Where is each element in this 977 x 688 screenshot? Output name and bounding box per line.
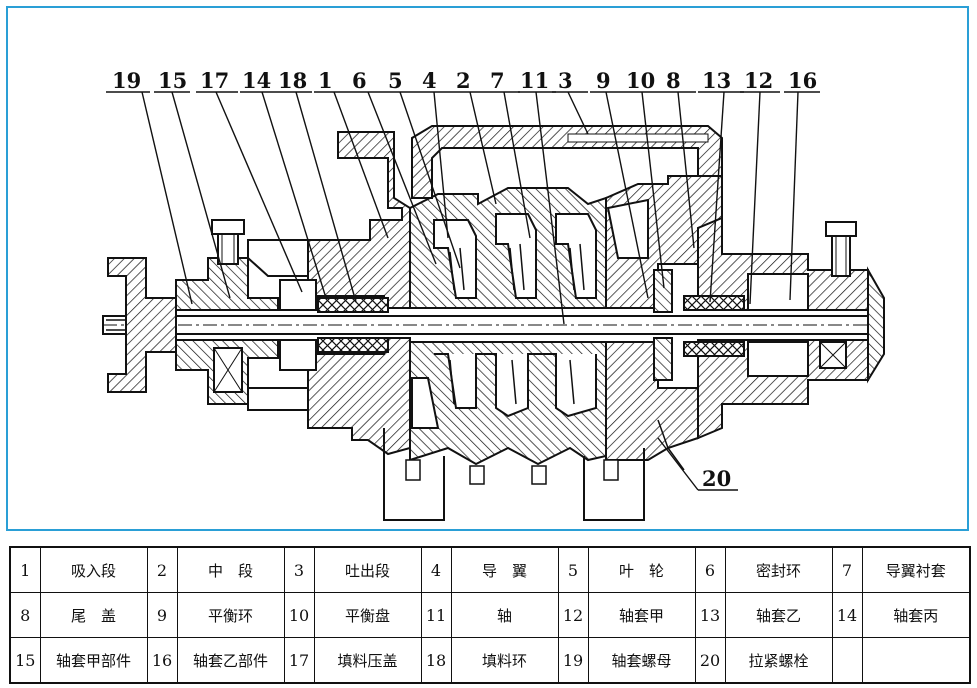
part-name: 轴套甲 [587, 592, 696, 638]
part-number: 8 [9, 592, 41, 638]
part-name: 拉紧螺栓 [724, 637, 833, 684]
callout-7: 7 [490, 68, 505, 93]
part-name: 平衡环 [176, 592, 285, 638]
part-name: 吸入段 [39, 546, 148, 593]
part-name: 填料环 [450, 637, 559, 684]
part-name: 轴套螺母 [587, 637, 696, 684]
part-number: 17 [283, 637, 315, 684]
legend-row: 1 吸入段 2 中 段 3 吐出段 4 导 翼 5 叶 轮 6 密封环 7 导翼… [9, 546, 971, 593]
callout-8: 8 [666, 68, 681, 93]
part-name: 叶 轮 [587, 546, 696, 593]
callout-18: 18 [278, 68, 307, 93]
callout-6: 6 [352, 68, 367, 93]
callout-15: 15 [158, 68, 187, 93]
callout-5: 5 [388, 68, 403, 93]
callout-14: 14 [242, 68, 271, 93]
packing-left-top [317, 297, 389, 313]
drawing-frame: 19 15 17 14 18 1 6 5 4 2 7 11 3 9 10 8 1… [6, 6, 969, 531]
part-number: 14 [831, 592, 863, 638]
packing-right-top [683, 295, 745, 311]
part-number: 19 [557, 637, 589, 684]
part-name: 导 翼 [450, 546, 559, 593]
part-number: 3 [283, 546, 315, 593]
callout-19: 19 [112, 68, 141, 93]
part-number: 6 [694, 546, 726, 593]
part-name: 轴套丙 [861, 592, 971, 638]
callout-2: 2 [456, 68, 471, 93]
part-number: 11 [420, 592, 452, 638]
empty-cell [831, 637, 863, 684]
part-number: 2 [146, 546, 178, 593]
empty-cell [861, 637, 971, 684]
callout-13: 13 [702, 68, 731, 93]
part-name: 平衡盘 [313, 592, 422, 638]
parts-legend-table: 1 吸入段 2 中 段 3 吐出段 4 导 翼 5 叶 轮 6 密封环 7 导翼… [9, 546, 971, 684]
legend-row: 8 尾 盖 9 平衡环 10 平衡盘 11 轴 12 轴套甲 13 轴套乙 14… [9, 592, 971, 638]
tie-bolt [657, 419, 685, 471]
callout-17: 17 [200, 68, 229, 93]
legend-row: 15 轴套甲部件 16 轴套乙部件 17 填料压盖 18 填料环 19 轴套螺母… [9, 637, 971, 684]
right-end-cap [867, 266, 885, 384]
part-name: 轴 [450, 592, 559, 638]
callout-11: 11 [520, 68, 549, 93]
part-name: 中 段 [176, 546, 285, 593]
part-number: 5 [557, 546, 589, 593]
part-number: 4 [420, 546, 452, 593]
part-number: 1 [9, 546, 41, 593]
part-number: 16 [146, 637, 178, 684]
packing-right-bottom [683, 341, 745, 357]
part-name: 轴套乙 [724, 592, 833, 638]
part-number: 9 [146, 592, 178, 638]
part-number: 20 [694, 637, 726, 684]
callout-1: 1 [318, 68, 333, 93]
left-foot [383, 428, 445, 521]
part-name: 吐出段 [313, 546, 422, 593]
part-number: 10 [283, 592, 315, 638]
part-name: 轴套甲部件 [39, 637, 148, 684]
part-number: 15 [9, 637, 41, 684]
balance-disc [653, 269, 673, 313]
packing-left-bottom [317, 337, 389, 353]
right-foot [583, 448, 645, 521]
part-number: 7 [831, 546, 863, 593]
left-bearing-housing [175, 257, 279, 311]
callout-9: 9 [596, 68, 611, 93]
callout-12: 12 [744, 68, 773, 93]
pump-cross-section-drawing: 19 15 17 14 18 1 6 5 4 2 7 11 3 9 10 8 1… [102, 68, 885, 521]
part-number: 18 [420, 637, 452, 684]
callout-16: 16 [788, 68, 817, 93]
callout-4: 4 [422, 68, 437, 93]
part-name: 填料压盖 [313, 637, 422, 684]
callout-3: 3 [558, 68, 573, 93]
part-name: 尾 盖 [39, 592, 148, 638]
callout-20: 20 [702, 466, 731, 491]
part-name: 轴套乙部件 [176, 637, 285, 684]
part-number: 12 [557, 592, 589, 638]
part-number: 13 [694, 592, 726, 638]
callout-10: 10 [626, 68, 655, 93]
coupling [107, 257, 177, 393]
part-name: 导翼衬套 [861, 546, 971, 593]
part-name: 密封环 [724, 546, 833, 593]
